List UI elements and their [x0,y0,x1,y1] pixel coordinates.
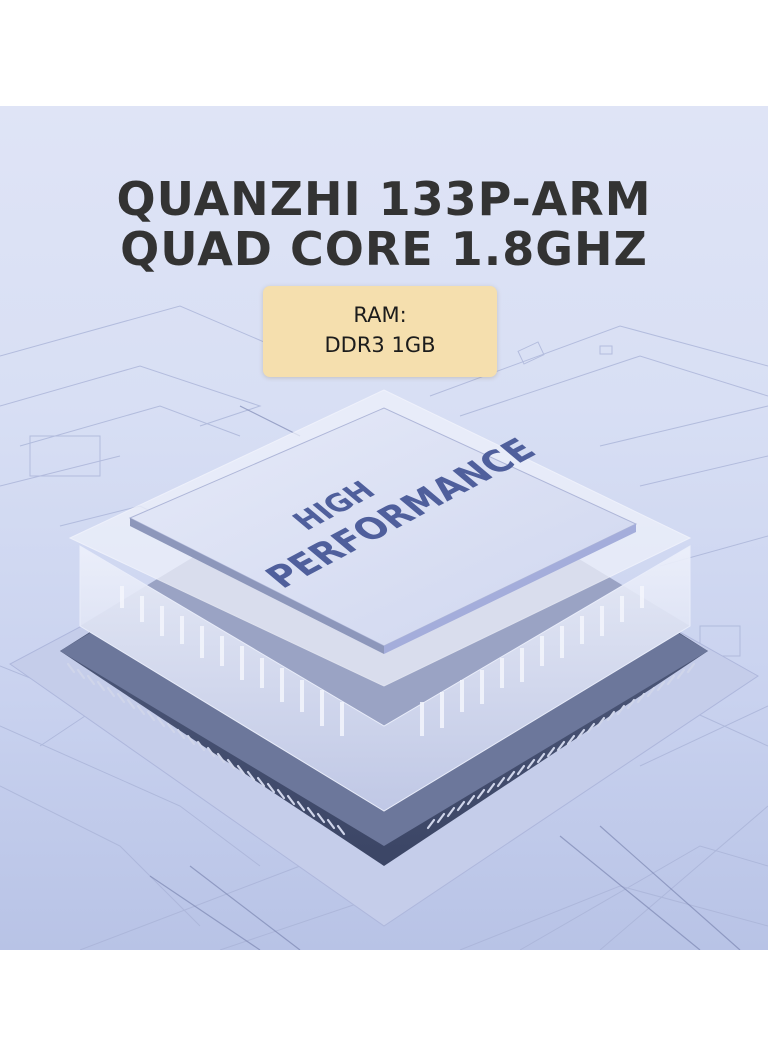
ram-value: DDR3 1GB [324,333,436,357]
ram-label: RAM: [353,303,407,327]
product-banner: HIGH PERFORMANCE QUANZHI 133P-ARM QUAD C… [0,106,768,950]
circuit-board-illustration [0,305,768,950]
chip-label: HIGH PERFORMANCE [257,432,545,595]
ram-spec-badge: RAM: DDR3 1GB [263,286,497,377]
headline-line2: QUAD CORE 1.8GHZ [120,222,648,276]
headline-line1: QUANZHI 133P-ARM [116,172,652,226]
